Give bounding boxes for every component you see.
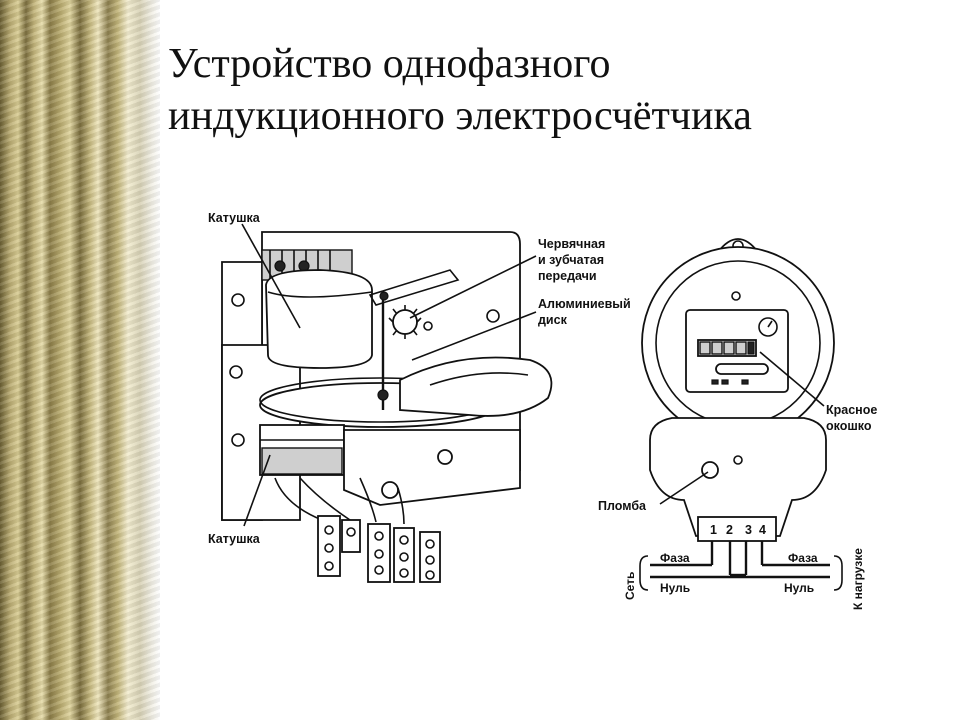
- meter-front-view: 1 2 3 4: [639, 238, 843, 591]
- label-coil-top: Катушка: [208, 211, 261, 225]
- label-red-window-2: окошко: [826, 419, 872, 433]
- leader-red-window: [759, 351, 825, 407]
- label-gears-3: передачи: [538, 269, 597, 283]
- label-disk-2: диск: [538, 313, 568, 327]
- leader-coil-top: [241, 223, 301, 329]
- decorative-stripe-band: [0, 0, 160, 720]
- label-network: Сеть: [623, 572, 637, 600]
- label-gears-1: Червячная: [538, 237, 605, 251]
- leader-seal: [659, 471, 709, 505]
- title-line-2: индукционного электросчётчика: [168, 93, 752, 139]
- label-disk-1: Алюминиевый: [538, 297, 631, 311]
- slide-title: Устройство однофазного индукционного эле…: [168, 38, 928, 142]
- label-phase-right: Фаза: [788, 551, 818, 565]
- label-phase-left: Фаза: [660, 551, 690, 565]
- leader-gears: [409, 255, 537, 319]
- terminal-3: 3: [745, 523, 752, 537]
- terminal-4: 4: [759, 523, 766, 537]
- terminal-blocks: [317, 515, 441, 583]
- label-seal: Пломба: [598, 499, 647, 513]
- label-neutral-right: Нуль: [784, 581, 814, 595]
- terminal-1: 1: [710, 523, 717, 537]
- leader-coil-bottom: [243, 454, 271, 527]
- title-line-1: Устройство однофазного: [168, 41, 611, 87]
- leader-disk: [411, 311, 537, 361]
- label-gears-2: и зубчатая: [538, 253, 604, 267]
- label-to-load: К нагрузке: [851, 548, 865, 610]
- terminal-2: 2: [726, 523, 733, 537]
- label-red-window-1: Красное: [826, 403, 877, 417]
- label-neutral-left: Нуль: [660, 581, 690, 595]
- label-coil-bottom: Катушка: [208, 532, 261, 546]
- meter-mechanism-illustration: [221, 231, 553, 583]
